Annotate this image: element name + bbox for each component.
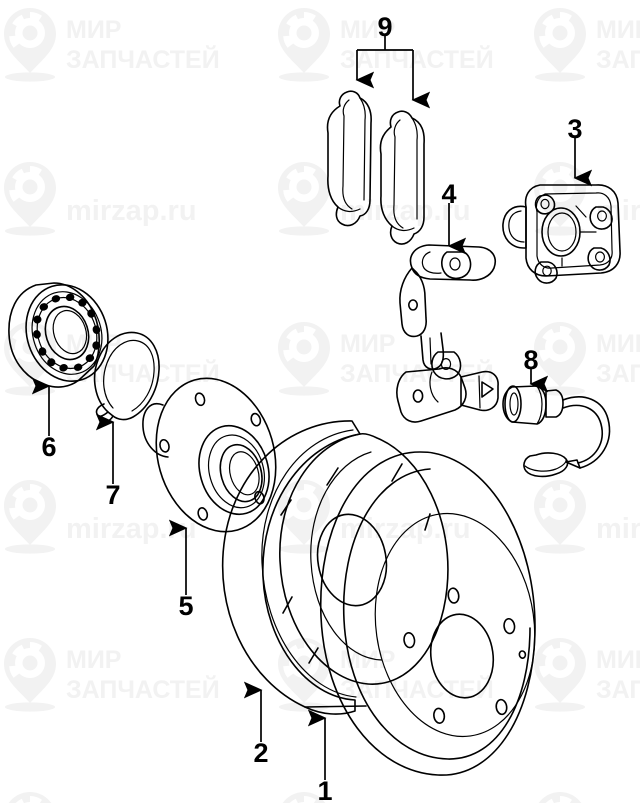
callout-number-6: 6 (41, 432, 56, 462)
hub-stud-holes (159, 392, 265, 521)
callout-leaders (31, 36, 593, 780)
part-bearing-snap-ring (93, 331, 160, 422)
brake-pad-outer (379, 110, 425, 245)
part-brake-pad-set (326, 90, 425, 245)
callout-numbers: 9 3 4 8 6 7 5 2 1 (41, 12, 582, 803)
callout-number-8: 8 (523, 345, 538, 375)
bearing-balls (33, 293, 101, 372)
part-wheel-hub (142, 377, 277, 533)
callout-number-7: 7 (105, 480, 120, 510)
part-brake-caliper-body (502, 184, 621, 284)
callout-number-5: 5 (178, 591, 193, 621)
part-wheel-bearing (8, 282, 109, 388)
part-brake-backing-plate (221, 420, 449, 715)
callout-number-3: 3 (567, 114, 582, 144)
rotor-lug-holes (403, 587, 527, 724)
part-abs-wheel-speed-sensor (502, 385, 611, 478)
part-brake-disc-rotor (319, 451, 536, 776)
brake-pad-inner (326, 90, 372, 227)
callout-number-1: 1 (317, 776, 332, 803)
callout-number-4: 4 (441, 179, 456, 209)
callout-number-2: 2 (253, 738, 268, 768)
part-caliper-mounting-bracket (396, 244, 499, 423)
callout-number-9: 9 (377, 12, 392, 42)
